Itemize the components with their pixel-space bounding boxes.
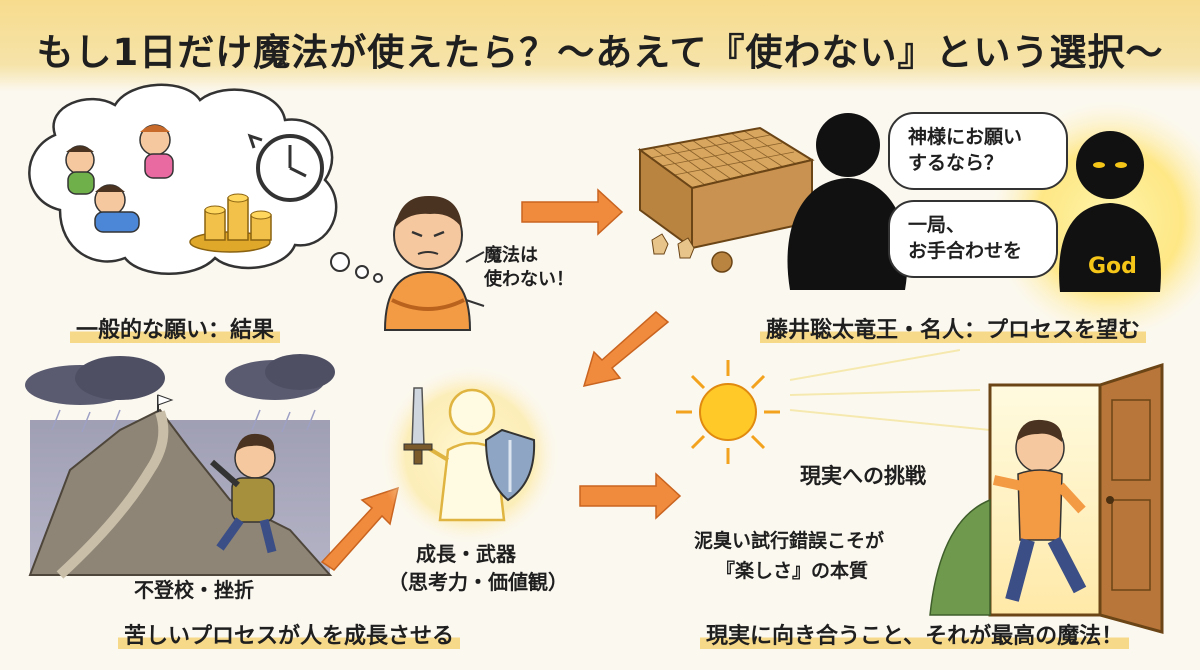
fujii-silhouette-icon [787, 113, 908, 290]
clock-icon [247, 133, 324, 202]
arrow-up-right [320, 486, 400, 571]
reality-caption: 現実に向き合うこと、それが最高の魔法！ [700, 618, 1130, 650]
sun-icon [676, 349, 991, 464]
growth-subtitle: （思考力・価値観） [388, 570, 568, 594]
wish-caption: 一般的な願い：結果 [70, 312, 281, 344]
question-bubble: 神様にお願い するなら？ [888, 112, 1068, 190]
walking-boy-icon [992, 419, 1087, 602]
shogi-board-icon [637, 126, 815, 273]
shield-icon [484, 428, 536, 502]
arrow-down-left [582, 311, 670, 388]
page-title: もし1日だけ魔法が使えたら？〜あえて『使わない』という選択〜 [36, 31, 1164, 74]
god-silhouette-icon [1059, 131, 1161, 292]
growth-title: 成長・武器 [416, 542, 516, 566]
reality-heading: 現実への挑戦 [800, 464, 926, 488]
fujii-caption: 藤井聡太竜王・名人：プロセスを望む [760, 312, 1147, 344]
gold-coins-icon [189, 193, 272, 253]
boy-speech-text: 魔法は 使わない！ [484, 245, 574, 290]
answer-bubble: 一局、 お手合わせを [888, 200, 1058, 278]
boy-arms-crossed-icon [383, 195, 472, 331]
reality-text-1: 泥臭い試行錯誤こそが [694, 530, 885, 552]
god-label: God [1088, 254, 1137, 279]
reality-text-2: 『楽しさ』の本質 [716, 560, 869, 582]
title-band [0, 0, 1200, 92]
flying-kids-icon [65, 124, 174, 233]
arrow-right-bottom [579, 472, 682, 520]
struggle-caption: 不登校・挫折 [134, 578, 254, 602]
struggle-message: 苦しいプロセスが人を成長させる [118, 618, 461, 650]
arrow-right-top [521, 188, 624, 236]
sword-icon [403, 387, 433, 465]
storm-scene [25, 354, 335, 579]
climbing-boy-icon [210, 433, 277, 554]
